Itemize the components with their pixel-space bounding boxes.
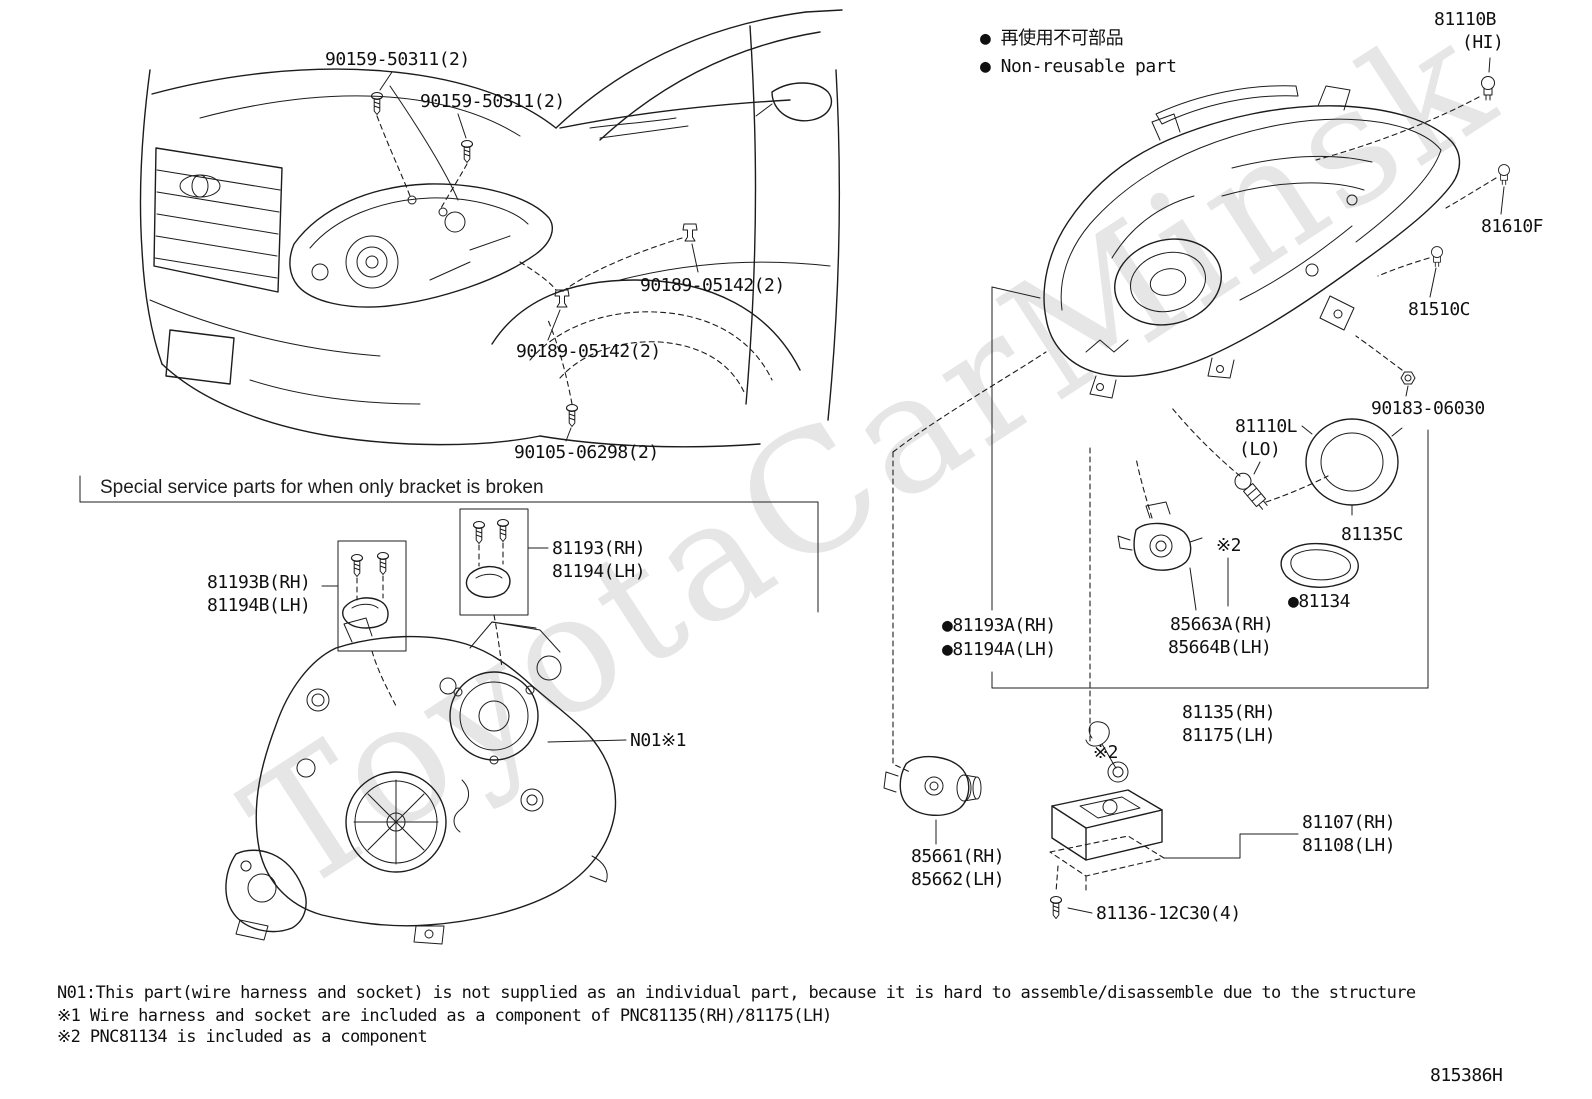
label-81175: 81175(LH): [1182, 725, 1276, 746]
label-85662: 85662(LH): [911, 869, 1005, 890]
label-81110L-lo: (LO): [1239, 439, 1281, 460]
label-81110L: 81110L: [1235, 416, 1298, 437]
label-81110B: 81110B: [1434, 9, 1497, 30]
car-fasteners: [371, 71, 699, 442]
note-ref1: ※1 Wire harness and socket are included …: [57, 1006, 832, 1026]
special-service-section: [79, 475, 819, 707]
label-90159-50311-a: 90159-50311(2): [325, 49, 470, 70]
label-81136-12C30: 81136-12C30(4): [1096, 903, 1241, 924]
label-81135: 81135(RH): [1182, 702, 1276, 723]
label-90189-05142-b: 90189-05142(2): [516, 341, 661, 362]
doc-number: 815386H: [1430, 1065, 1503, 1086]
label-90105-06298: 90105-06298(2): [514, 442, 659, 463]
label-81108: 81108(LH): [1302, 835, 1396, 856]
label-81193B: 81193B(RH): [207, 572, 311, 593]
label-90159-50311-b: 90159-50311(2): [420, 91, 565, 112]
label-81194A: ●81194A(LH): [942, 639, 1056, 660]
label-81134: ●81134: [1288, 591, 1351, 612]
label-85661: 85661(RH): [911, 846, 1005, 867]
group-bracket-lines: [892, 286, 1429, 773]
ballast-unit: [1049, 721, 1299, 919]
bulbs-and-small-parts: [1117, 57, 1510, 611]
label-81610F: 81610F: [1481, 216, 1544, 237]
label-ref2-b: ※2: [1093, 742, 1118, 763]
note-n01: N01:This part(wire harness and socket) i…: [57, 983, 1416, 1003]
legend-non-reusable-jp: ● 再使用不可部品: [980, 28, 1124, 49]
label-81135C: 81135C: [1341, 524, 1404, 545]
label-90183-06030: 90183-06030: [1371, 398, 1485, 419]
label-n01: N01※1: [630, 730, 686, 751]
car-front-sketch: [139, 9, 843, 448]
headlamp-exploded-right: [1043, 85, 1461, 399]
label-81510C: 81510C: [1408, 299, 1471, 320]
label-81107: 81107(RH): [1302, 812, 1396, 833]
label-ref2-a: ※2: [1216, 535, 1241, 556]
section-title: Special service parts for when only brac…: [100, 477, 544, 498]
label-81194: 81194(LH): [552, 561, 646, 582]
headlamp-rear-view: [225, 617, 627, 945]
label-81193A: ●81193A(RH): [942, 615, 1056, 636]
note-ref2: ※2 PNC81134 is included as a component: [57, 1027, 428, 1047]
label-81194B: 81194B(LH): [207, 595, 311, 616]
label-81193: 81193(RH): [552, 538, 646, 559]
label-85664B: 85664B(LH): [1168, 637, 1272, 658]
label-90189-05142-a: 90189-05142(2): [640, 275, 785, 296]
leveling-motor: [883, 755, 982, 845]
label-85663A: 85663A(RH): [1170, 614, 1274, 635]
legend-non-reusable-en: ● Non-reusable part: [980, 56, 1177, 77]
label-81110B-hi: (HI): [1462, 32, 1504, 53]
